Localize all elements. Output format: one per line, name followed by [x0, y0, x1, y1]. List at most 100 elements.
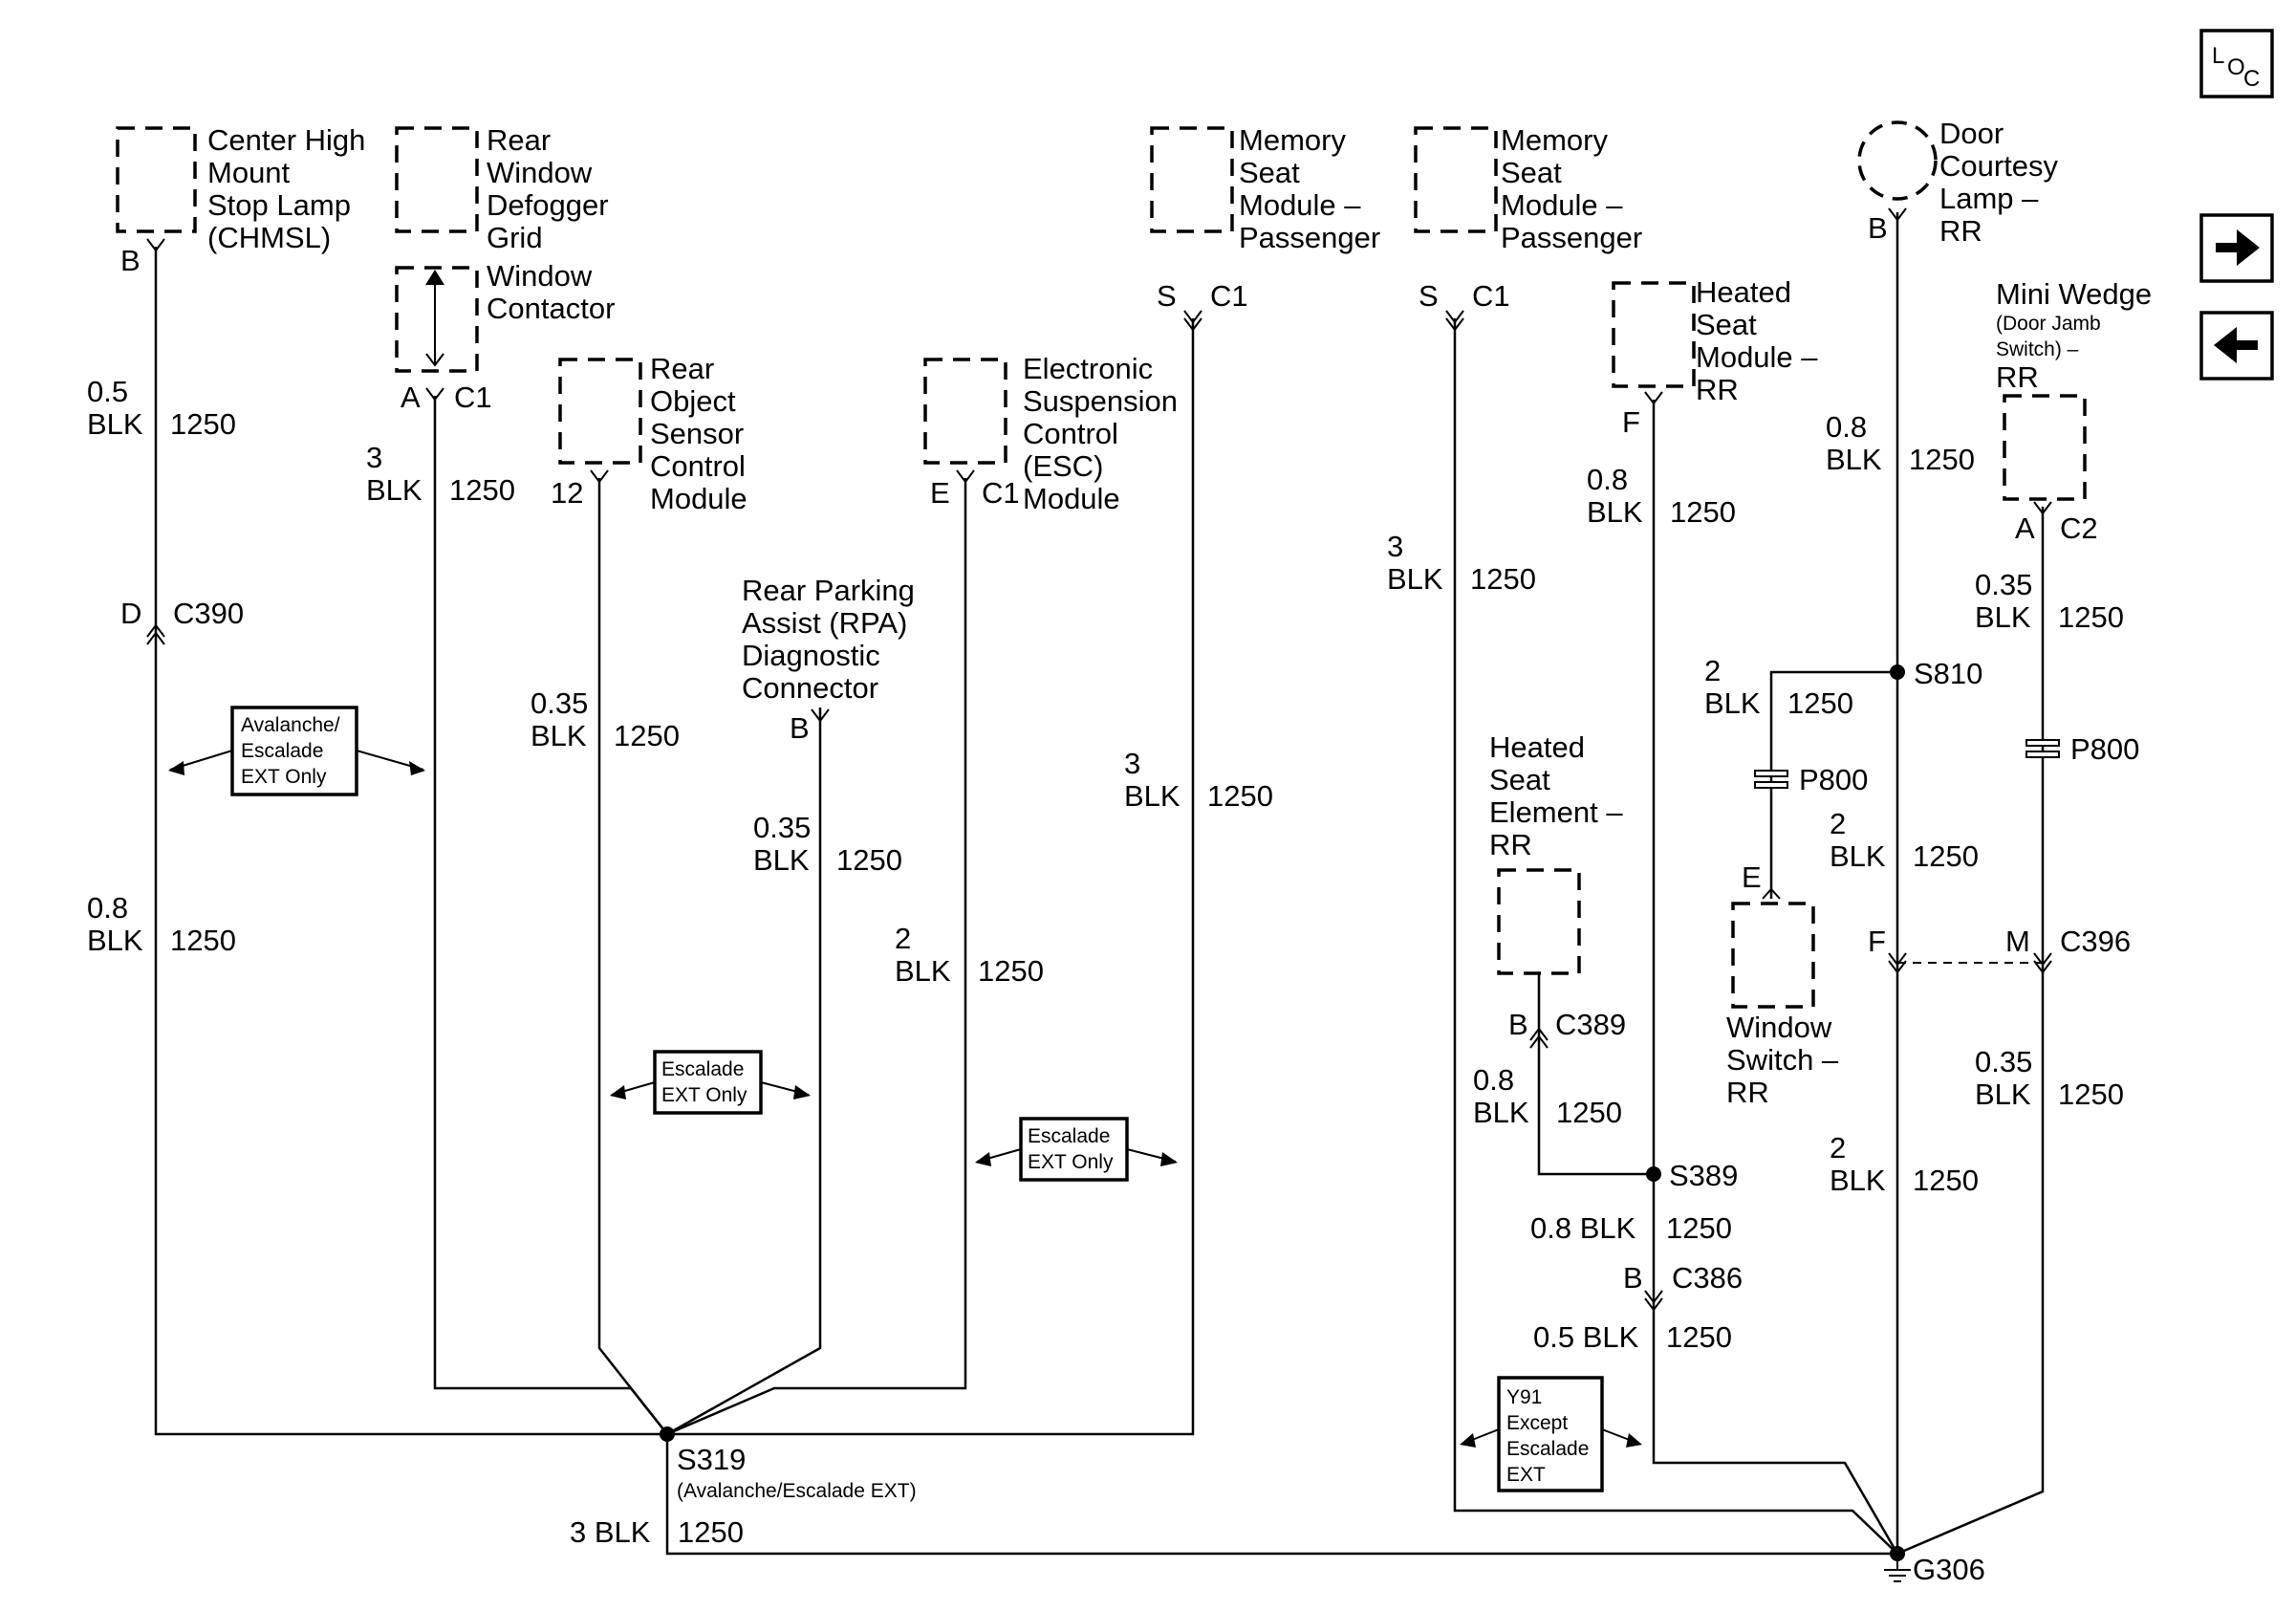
- svg-text:C2: C2: [2060, 512, 2098, 545]
- svg-text:1250: 1250: [1670, 495, 1736, 529]
- svg-text:0.8: 0.8: [1826, 410, 1867, 444]
- pin-labels: B A C1 12 B E C1 S C1 S C1 F B A C2 D C3…: [120, 211, 2139, 1295]
- chmsl-terminal: [146, 238, 165, 252]
- memory-seat-1-box: [1150, 126, 1234, 233]
- left-arrow-icon: [2214, 327, 2258, 363]
- svg-text:RR: RR: [1696, 373, 1739, 406]
- svg-text:Seat: Seat: [1239, 156, 1300, 189]
- svg-text:2: 2: [895, 922, 911, 955]
- svg-text:(Avalanche/Escalade EXT): (Avalanche/Escalade EXT): [677, 1480, 917, 1502]
- defogger-label: Rear Window Defogger Grid: [487, 123, 609, 254]
- svg-text:0.8: 0.8: [1473, 1063, 1514, 1097]
- svg-text:BLK: BLK: [753, 843, 810, 877]
- chmsl-label: Center High Mount Stop Lamp (CHMSL): [207, 123, 365, 254]
- svg-text:Escalade: Escalade: [1028, 1125, 1110, 1147]
- svg-text:Courtesy: Courtesy: [1939, 149, 2059, 183]
- svg-text:1250: 1250: [614, 719, 680, 752]
- svg-text:S810: S810: [1914, 657, 1982, 690]
- y91-note: Y91 Except Escalade EXT: [1460, 1376, 1642, 1492]
- ws-terminal: [1762, 887, 1781, 900]
- c386-chevron: [1644, 1290, 1663, 1312]
- svg-text:Memory: Memory: [1501, 123, 1608, 157]
- ms1-chevron: [1183, 310, 1202, 332]
- svg-text:S389: S389: [1669, 1159, 1738, 1192]
- svg-text:Diagnostic: Diagnostic: [742, 639, 880, 672]
- location-button[interactable]: L O C: [2199, 29, 2274, 98]
- window-contactor-box: [395, 266, 479, 373]
- c396-m-chevron: [2033, 952, 2052, 974]
- svg-text:Except: Except: [1506, 1412, 1568, 1434]
- option-notes: Avalanche/ Escalade EXT Only Escalade EX…: [168, 706, 1642, 1492]
- svg-text:3 BLK: 3 BLK: [570, 1515, 651, 1549]
- svg-text:BLK: BLK: [1830, 1164, 1886, 1197]
- svg-text:Electronic: Electronic: [1023, 352, 1153, 385]
- svg-text:BLK: BLK: [1975, 1078, 2031, 1111]
- svg-text:Escalade: Escalade: [241, 740, 323, 762]
- svg-text:3: 3: [1124, 747, 1140, 780]
- svg-text:B: B: [1508, 1008, 1528, 1041]
- svg-text:BLK: BLK: [1124, 779, 1180, 813]
- svg-text:Switch) –: Switch) –: [1996, 338, 2079, 360]
- window-switch-box: [1731, 902, 1815, 1009]
- svg-text:S: S: [1419, 279, 1439, 313]
- next-page-button[interactable]: [2199, 213, 2274, 283]
- svg-text:1250: 1250: [2058, 600, 2124, 634]
- svg-text:1250: 1250: [170, 407, 236, 441]
- svg-text:(Door Jamb: (Door Jamb: [1996, 313, 2101, 335]
- svg-text:0.35: 0.35: [1975, 568, 2032, 601]
- s389-dot: [1646, 1166, 1661, 1182]
- svg-text:Passenger: Passenger: [1239, 221, 1380, 254]
- heated-seat-element-box: [1497, 868, 1581, 975]
- svg-text:G306: G306: [1913, 1553, 1985, 1586]
- svg-text:Mount: Mount: [207, 156, 291, 189]
- svg-text:Module –: Module –: [1501, 188, 1623, 222]
- loc-letter-c: C: [2243, 66, 2260, 92]
- s810-dot: [1890, 664, 1905, 680]
- svg-text:2: 2: [1704, 654, 1721, 687]
- p800-connector-left: [1754, 770, 1788, 789]
- wires-left: [154, 247, 1897, 1556]
- svg-text:3: 3: [1387, 530, 1403, 563]
- svg-text:Window: Window: [1726, 1011, 1832, 1044]
- svg-text:0.8: 0.8: [87, 891, 128, 925]
- svg-text:Window: Window: [487, 156, 593, 189]
- svg-text:C389: C389: [1555, 1008, 1626, 1041]
- hsm-terminal: [1644, 391, 1663, 405]
- svg-text:2: 2: [1830, 1131, 1846, 1165]
- svg-text:Contactor: Contactor: [487, 292, 615, 325]
- svg-text:RR: RR: [1939, 214, 1982, 248]
- esc-box: [923, 358, 1007, 465]
- svg-text:C390: C390: [173, 597, 244, 630]
- svg-text:BLK: BLK: [1704, 686, 1761, 720]
- window-contactor-label: Window Contactor: [487, 259, 615, 325]
- memory-seat-2-box: [1414, 126, 1498, 233]
- svg-text:Window: Window: [487, 259, 593, 293]
- svg-text:1250: 1250: [1909, 443, 1975, 476]
- svg-text:RR: RR: [1996, 360, 2039, 394]
- door-courtesy-label: Door Courtesy Lamp – RR: [1939, 117, 2059, 248]
- svg-text:Center High: Center High: [207, 123, 365, 157]
- svg-text:Lamp –: Lamp –: [1939, 182, 2039, 215]
- svg-text:BLK: BLK: [1387, 562, 1443, 596]
- s319-dot: [660, 1426, 675, 1442]
- svg-text:3: 3: [366, 441, 382, 474]
- svg-text:Door: Door: [1939, 117, 2004, 150]
- svg-text:BLK: BLK: [1587, 495, 1643, 529]
- svg-text:S319: S319: [677, 1443, 746, 1476]
- svg-text:(ESC): (ESC): [1023, 449, 1103, 483]
- mw-terminal: [2033, 501, 2052, 515]
- svg-text:RR: RR: [1489, 828, 1532, 861]
- svg-text:1250: 1250: [978, 954, 1044, 988]
- svg-text:F: F: [1622, 405, 1640, 439]
- svg-text:1250: 1250: [1913, 1164, 1979, 1197]
- svg-text:B: B: [120, 244, 141, 277]
- wc-terminal: [425, 387, 444, 402]
- splices: [660, 664, 1911, 1582]
- svg-text:A: A: [401, 381, 421, 414]
- component-boxes: [116, 120, 2087, 1009]
- svg-text:0.5 BLK: 0.5 BLK: [1533, 1320, 1639, 1354]
- svg-text:0.8: 0.8: [1587, 463, 1628, 496]
- g306-dot: [1890, 1546, 1905, 1561]
- previous-page-button[interactable]: [2199, 311, 2274, 381]
- svg-text:Switch –: Switch –: [1726, 1043, 1839, 1077]
